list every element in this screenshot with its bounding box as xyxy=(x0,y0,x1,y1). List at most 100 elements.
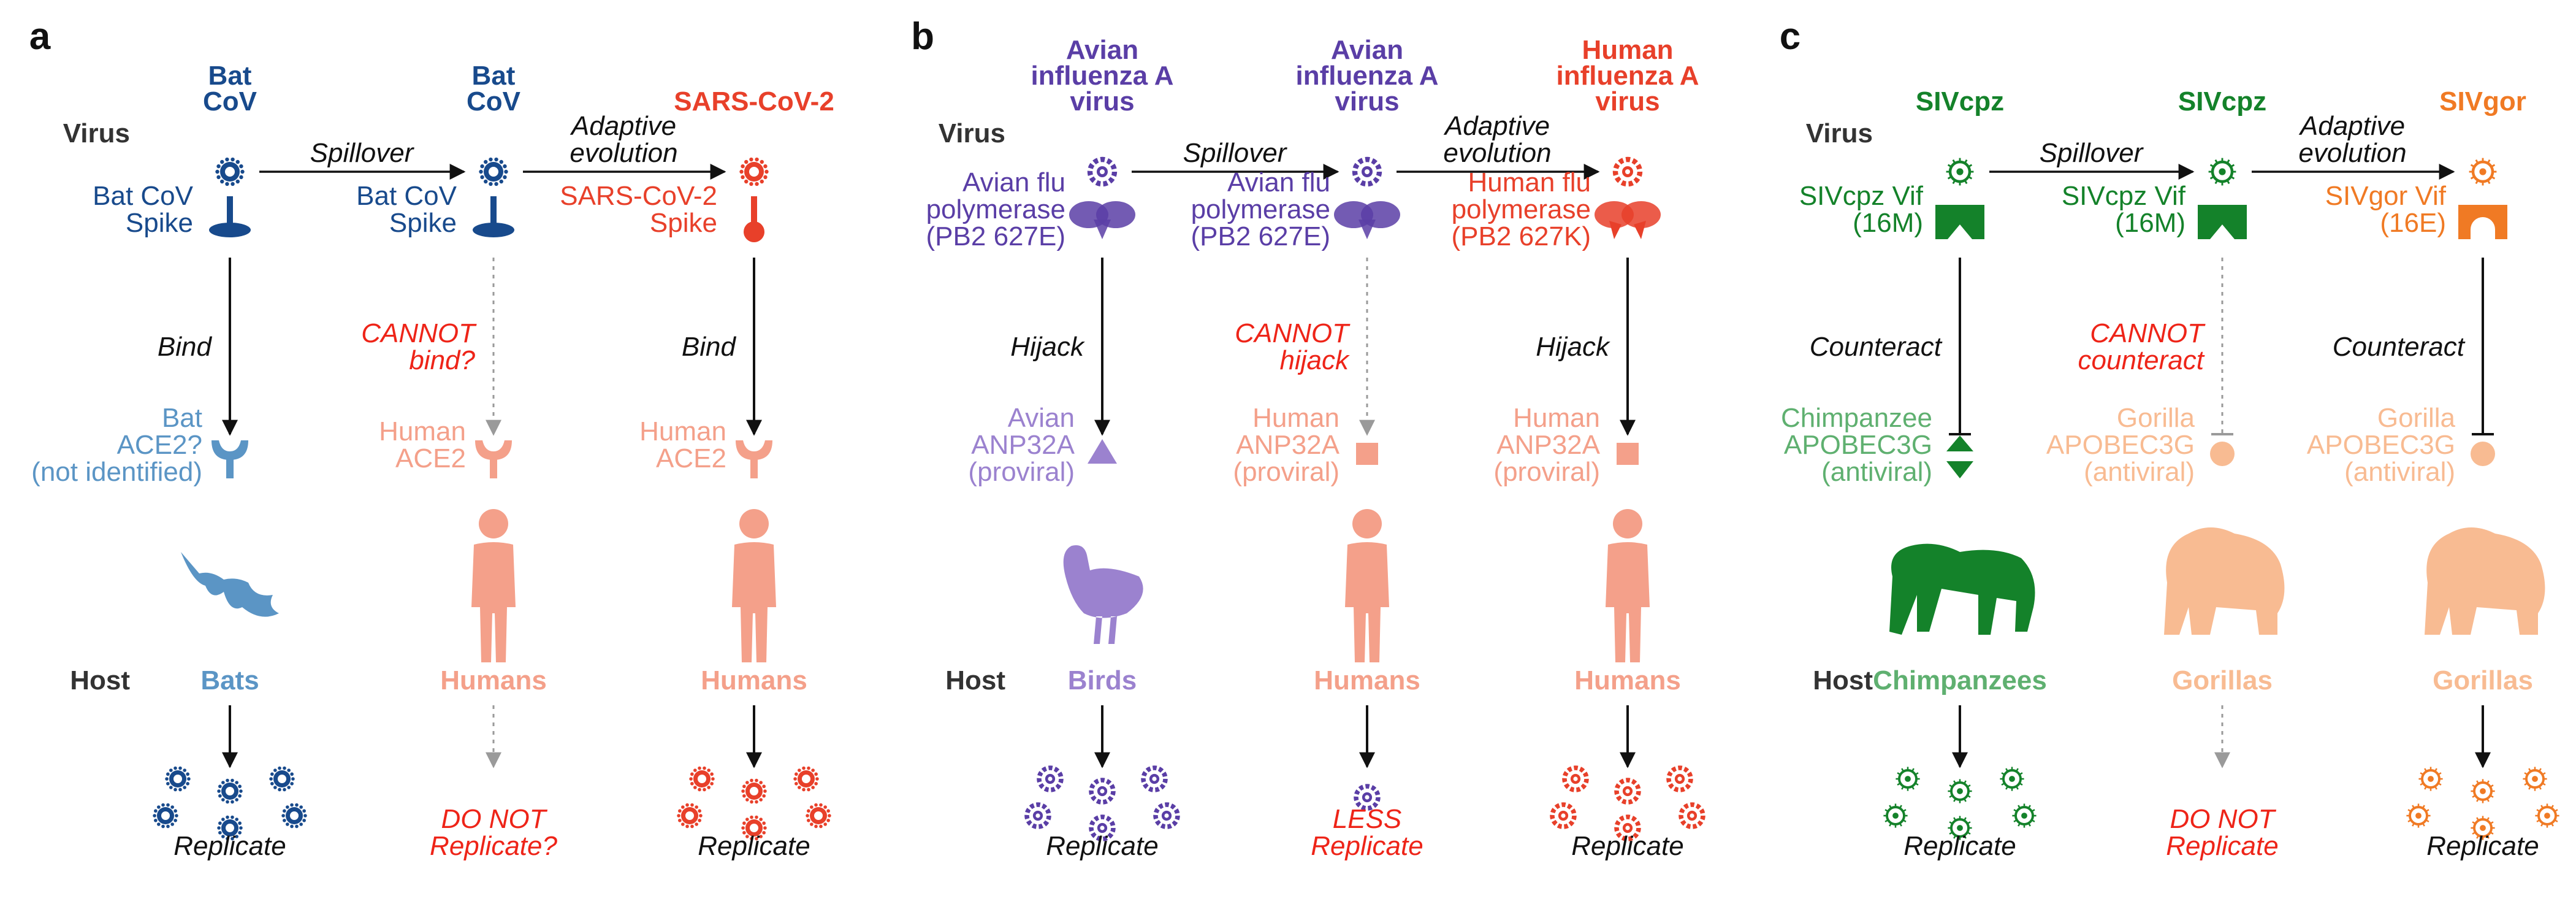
spike xyxy=(811,786,815,789)
spike xyxy=(186,772,189,776)
spike-stem xyxy=(490,196,497,226)
virion-core xyxy=(489,167,498,177)
progeny-virion xyxy=(1550,802,1577,829)
virion-icon xyxy=(1352,156,1382,187)
spike xyxy=(299,822,303,826)
spike xyxy=(273,768,277,772)
virion-core xyxy=(173,775,182,783)
spike xyxy=(685,803,689,807)
progeny-virion xyxy=(2523,767,2547,791)
spike xyxy=(231,157,235,162)
spike xyxy=(745,798,749,802)
spike xyxy=(173,809,177,813)
panel-letter: a xyxy=(29,15,51,58)
flu-ring xyxy=(1089,778,1116,805)
virion-icon xyxy=(1946,158,1974,186)
host-name: Humans xyxy=(1574,665,1681,695)
flu-ring xyxy=(1550,802,1577,829)
progeny-virion xyxy=(1089,778,1116,805)
progeny-virion xyxy=(793,766,819,792)
spike xyxy=(302,818,306,822)
spike xyxy=(677,814,680,818)
pol-tail xyxy=(1358,220,1376,239)
receptor-cup xyxy=(475,440,512,460)
host-name: Humans xyxy=(440,665,547,695)
polymerase-icon xyxy=(1334,201,1400,239)
spike xyxy=(226,800,229,804)
vif-protein-icon xyxy=(1935,205,1984,239)
outcome-label: Replicate xyxy=(1046,831,1158,861)
spike xyxy=(760,179,764,184)
spike xyxy=(238,794,242,798)
spike xyxy=(750,778,753,783)
spike xyxy=(795,772,798,776)
spike xyxy=(763,175,768,180)
vif-shape xyxy=(2458,205,2507,239)
interaction-label: Hijack xyxy=(1536,332,1610,362)
spike xyxy=(173,818,177,822)
virion-icon xyxy=(2469,158,2497,186)
spike xyxy=(711,777,715,781)
spike xyxy=(484,159,488,164)
spike xyxy=(165,777,169,781)
spike xyxy=(154,818,158,822)
virus-name: SIVcpz xyxy=(2178,86,2266,117)
virus-name: SIVcpz xyxy=(1916,86,2004,117)
spike xyxy=(218,821,222,825)
flu-center xyxy=(1690,813,1694,818)
spike xyxy=(286,805,289,809)
spike xyxy=(811,768,815,772)
siv-core xyxy=(1957,825,1963,831)
flu-ring xyxy=(1089,814,1116,841)
spike xyxy=(484,179,488,184)
spike xyxy=(806,814,809,818)
interaction-label: Bind xyxy=(158,332,213,362)
spike xyxy=(217,789,221,793)
progeny-virion xyxy=(217,815,243,841)
spike xyxy=(793,777,797,781)
spike xyxy=(480,175,484,180)
spike xyxy=(763,164,768,169)
flu-ring xyxy=(1666,765,1693,792)
spike xyxy=(802,787,806,792)
vif-shape xyxy=(2198,205,2247,239)
progeny-virion xyxy=(281,803,307,829)
progeny-virion xyxy=(1562,765,1589,792)
flu-center xyxy=(1625,789,1630,794)
spike xyxy=(745,835,749,838)
interaction-label: Counteract xyxy=(1810,332,1943,362)
spike xyxy=(744,179,749,184)
spike xyxy=(166,824,170,829)
flu-center xyxy=(1365,795,1370,800)
spike xyxy=(744,159,749,164)
counteract-line xyxy=(1949,258,1971,435)
row-label-virus: Virus xyxy=(939,118,1005,148)
spike xyxy=(690,781,694,786)
spike xyxy=(798,786,801,789)
interaction-label: Bind xyxy=(682,332,737,362)
spike xyxy=(161,824,165,829)
spike xyxy=(755,837,758,841)
spike xyxy=(814,824,818,829)
person-body xyxy=(1345,542,1389,662)
siv-ring xyxy=(1898,769,1918,789)
spike xyxy=(218,784,222,789)
polymerase-icon xyxy=(1595,201,1661,239)
spike xyxy=(759,818,763,821)
spike xyxy=(283,766,286,770)
spike xyxy=(283,787,286,792)
spike xyxy=(494,157,498,162)
progeny-virion xyxy=(1948,816,1972,840)
human-icon xyxy=(1606,509,1650,662)
spike xyxy=(295,803,299,807)
spike xyxy=(217,826,221,830)
spike xyxy=(699,814,703,818)
spike xyxy=(231,182,235,186)
spike xyxy=(154,809,158,813)
progeny-virion xyxy=(2418,767,2443,791)
spike xyxy=(226,815,229,819)
spike xyxy=(216,175,221,180)
spike xyxy=(231,800,234,804)
siv-core xyxy=(2480,825,2486,831)
